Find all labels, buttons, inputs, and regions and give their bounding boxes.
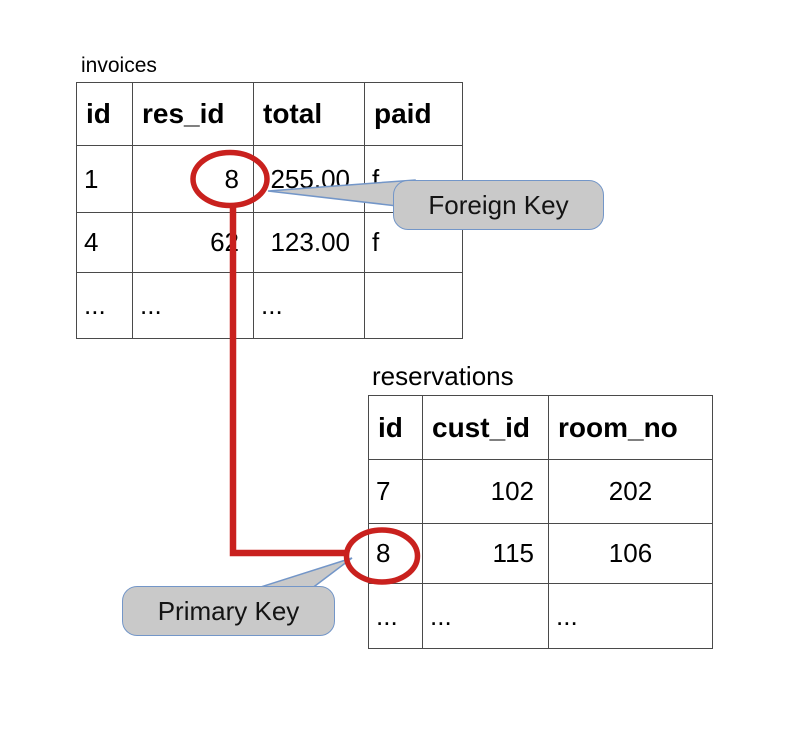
table-cell: ... [253,272,365,339]
table-cell: 62 [132,212,254,273]
table-cell: ... [132,272,254,339]
table-cell: ... [76,272,133,339]
table-cell: 1 [76,145,133,213]
reservations-header-room-no: room_no [548,395,713,460]
reservations-header-row: id cust_id room_no [368,395,713,460]
invoices-header-row: id res_id total paid [76,82,463,146]
table-cell: 115 [422,523,549,584]
table-cell: 106 [548,523,713,584]
table-cell: 102 [422,459,549,524]
table-cell-foreign-key-value: 8 [132,145,254,213]
reservations-table: id cust_id room_no 7 102 202 8 115 106 .… [368,395,713,649]
foreign-key-callout-label: Foreign Key [428,189,569,220]
table-cell-primary-key-value: 8 [368,523,423,584]
invoices-table-title: invoices [81,54,157,77]
table-cell: ... [548,583,713,649]
reservations-header-cust-id: cust_id [422,395,549,460]
table-cell: 255.00 [253,145,365,213]
table-cell [364,272,463,339]
reservations-table-title: reservations [372,361,514,391]
primary-key-callout-label: Primary Key [157,595,300,626]
primary-key-callout: Primary Key [122,586,335,636]
table-row: ... ... ... [76,272,463,339]
invoices-header-paid: paid [364,82,463,146]
table-cell: 4 [76,212,133,273]
table-row: 8 115 106 [368,523,713,584]
table-cell: 202 [548,459,713,524]
table-cell: ... [422,583,549,649]
invoices-header-total: total [253,82,365,146]
table-cell: 123.00 [253,212,365,273]
reservations-header-id: id [368,395,423,460]
invoices-header-id: id [76,82,133,146]
table-row: ... ... ... [368,583,713,649]
table-cell: ... [368,583,423,649]
foreign-key-callout: Foreign Key [393,180,604,230]
table-cell: 7 [368,459,423,524]
invoices-header-res-id: res_id [132,82,254,146]
table-row: 7 102 202 [368,459,713,524]
